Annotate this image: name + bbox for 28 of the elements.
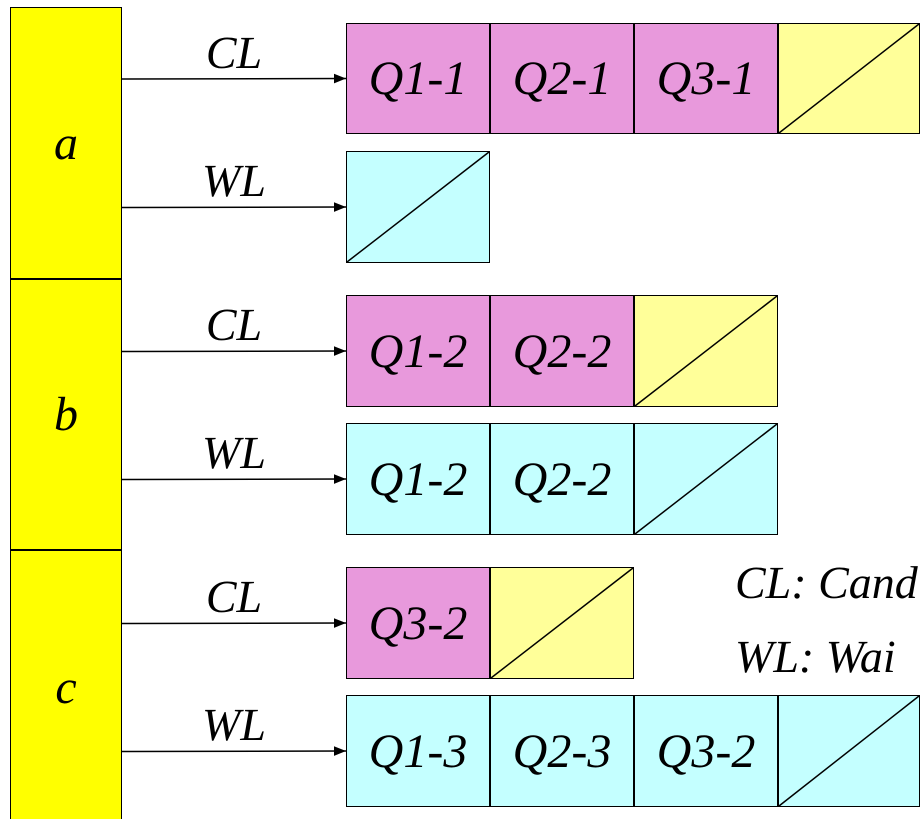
list-cell: Q3-1 bbox=[634, 23, 778, 134]
key-cell: c bbox=[10, 550, 122, 819]
key-cell: b bbox=[10, 279, 122, 550]
list-cell: Q2-3 bbox=[490, 695, 634, 807]
list-cell: Q3-2 bbox=[634, 695, 778, 807]
arrow bbox=[122, 618, 346, 628]
list-cell: Q2-2 bbox=[490, 423, 634, 535]
list-cell: Q1-3 bbox=[346, 695, 490, 807]
legend-note: WL: Wai bbox=[735, 634, 896, 680]
null-pointer-box bbox=[634, 423, 778, 535]
list-cell: Q1-1 bbox=[346, 23, 490, 134]
list-cell: Q1-2 bbox=[346, 295, 490, 407]
null-pointer-box bbox=[778, 695, 920, 807]
arrow bbox=[122, 346, 346, 356]
null-pointer-box bbox=[778, 23, 920, 134]
null-pointer-box bbox=[490, 567, 634, 679]
arrow bbox=[122, 474, 346, 484]
legend-note: CL: Cand bbox=[735, 560, 918, 606]
list-cell: Q1-2 bbox=[346, 423, 490, 535]
list-cell: Q2-1 bbox=[490, 23, 634, 134]
null-pointer-box bbox=[346, 151, 490, 263]
list-cell: Q2-2 bbox=[490, 295, 634, 407]
arrow bbox=[122, 74, 346, 84]
list-cell: Q3-2 bbox=[346, 567, 490, 679]
arrow bbox=[122, 202, 346, 212]
null-pointer-box bbox=[634, 295, 778, 407]
key-cell: a bbox=[10, 7, 122, 279]
arrow bbox=[122, 746, 346, 756]
